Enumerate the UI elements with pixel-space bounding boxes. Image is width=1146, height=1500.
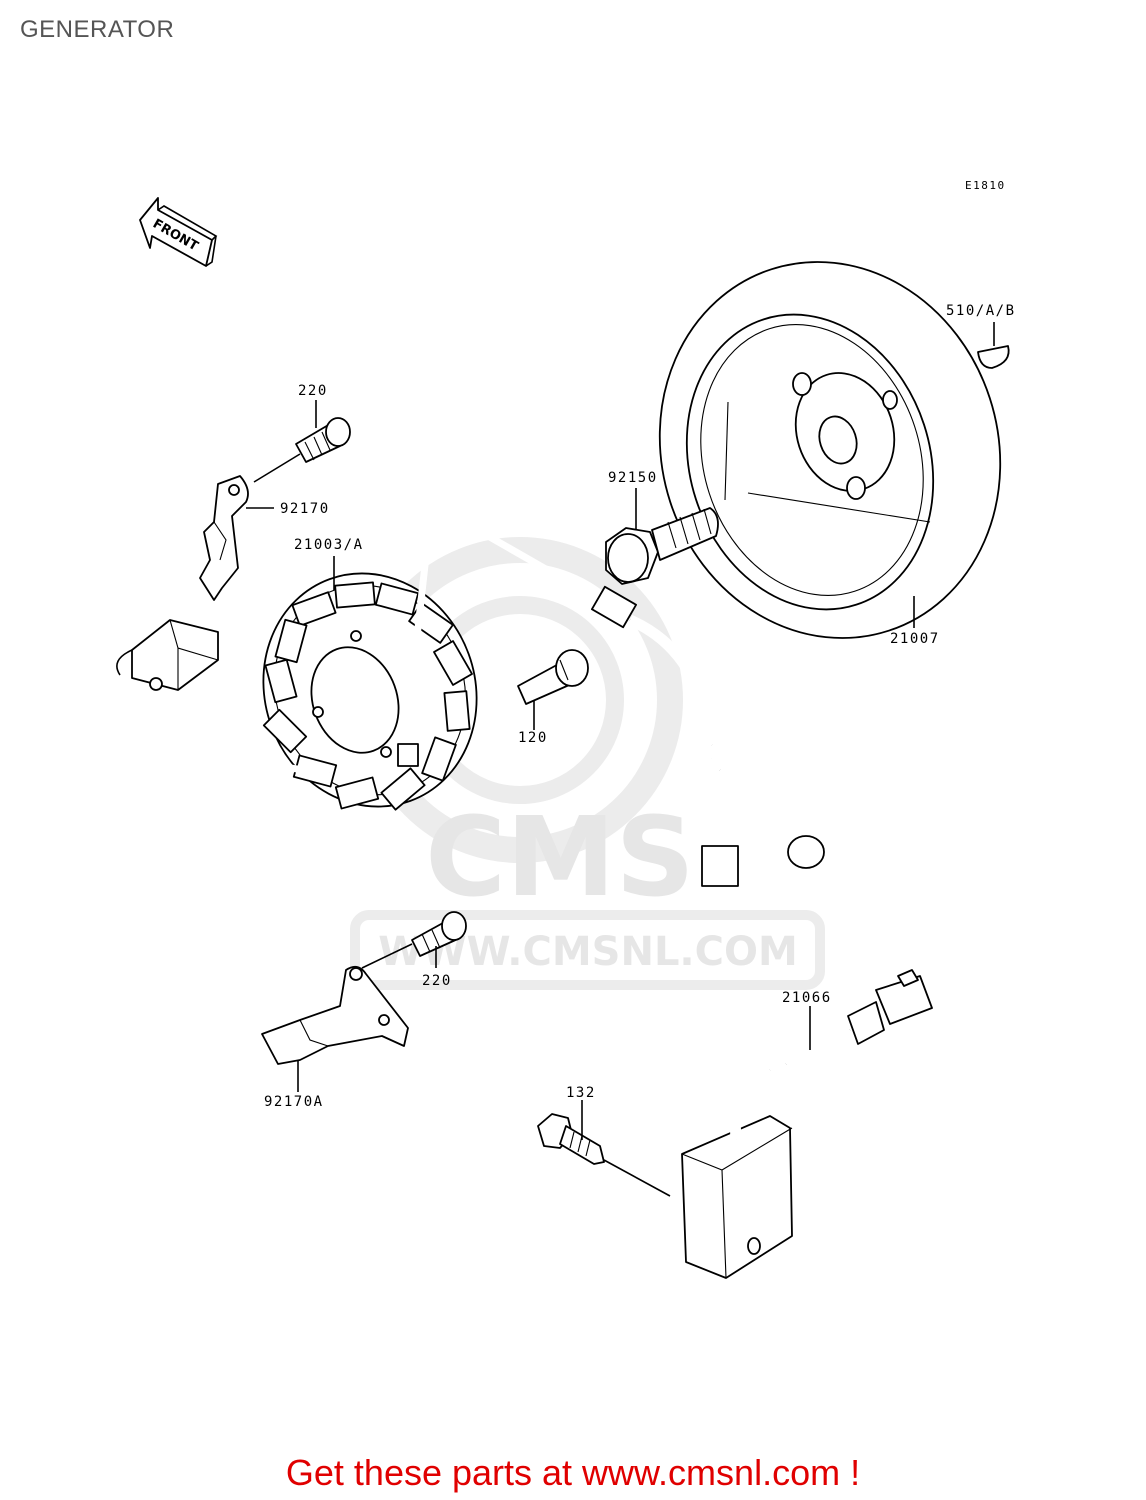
- diagram-code: E1810: [965, 179, 1006, 192]
- regulator-bolt-icon: [537, 1113, 605, 1165]
- part-label-key: 510/A/B: [946, 303, 1016, 319]
- lower-bracket-icon: [261, 965, 409, 1065]
- exploded-parts-diagram: CMS WWW.CMSNL.COM E1810 FRONT: [116, 179, 1016, 1279]
- front-arrow-icon: FRONT: [139, 197, 218, 267]
- part-label-upper-bolt: 220: [298, 383, 328, 399]
- stator-coil: [262, 572, 478, 811]
- part-label-lower-bracket: 92170A: [264, 1094, 324, 1110]
- part-label-flywheel: 21007: [890, 631, 940, 647]
- flywheel-rotor: [658, 261, 1002, 639]
- part-label-regulator-lead: 21066: [782, 990, 832, 1006]
- leader-lines: [246, 322, 995, 1197]
- upper-bracket-icon: [199, 475, 249, 601]
- part-label-stator: 21003/A: [294, 537, 364, 553]
- upper-bolt-icon: [295, 417, 351, 463]
- footer-shop-link[interactable]: Get these parts at www.cmsnl.com !: [285, 1452, 861, 1493]
- woodruff-key-icon: [977, 345, 1010, 369]
- watermark-brand: CMS: [425, 793, 694, 921]
- lower-bolt-icon: [411, 911, 467, 957]
- middle-bolt-icon: [517, 649, 589, 705]
- part-label-regulator-bolt: 132: [566, 1085, 596, 1101]
- page-title: GENERATOR: [20, 16, 175, 43]
- regulator-rectifier: [681, 969, 933, 1279]
- part-label-upper-bracket: 92170: [280, 501, 330, 517]
- flange-bolt-icon: [605, 507, 719, 585]
- part-label-flange-bolt: 92150: [608, 470, 658, 486]
- part-label-middle-bolt: 120: [518, 730, 548, 746]
- part-label-lower-bolt: 220: [422, 973, 452, 989]
- stator-wiring: [116, 511, 825, 887]
